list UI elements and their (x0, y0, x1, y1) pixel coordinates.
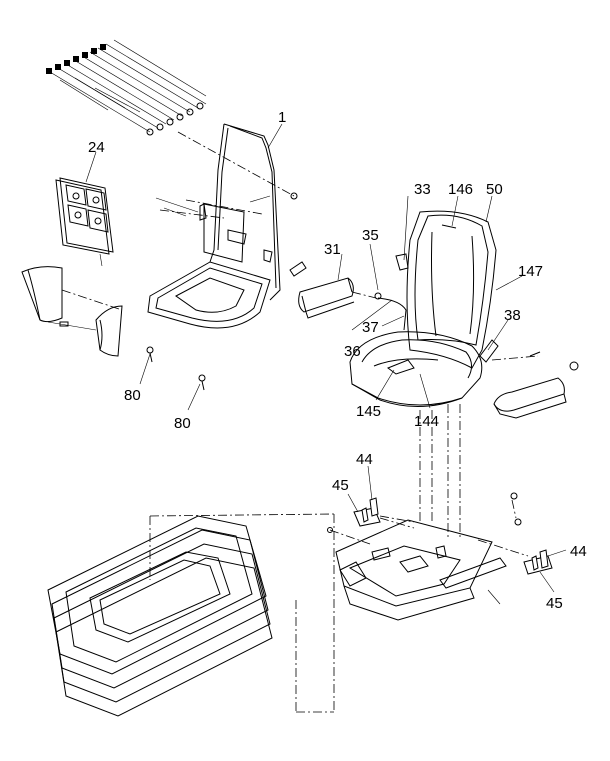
fastener-kit-part (46, 39, 207, 136)
seat-assembly-part (349, 210, 499, 407)
callout-1: 1 (278, 109, 286, 126)
callout-33: 33 (414, 181, 431, 198)
callout-35: 35 (362, 227, 379, 244)
callout-50: 50 (486, 181, 503, 198)
callout-labels: 1 24 33 146 50 35 31 147 37 38 36 145 14… (88, 109, 587, 612)
callout-80-lower: 80 (174, 415, 191, 432)
callout-31: 31 (324, 241, 341, 258)
pin-parts (146, 346, 206, 391)
callout-37: 37 (362, 319, 379, 336)
callout-80-upper: 80 (124, 387, 141, 404)
cushion-pad-parts (21, 266, 123, 357)
callout-144: 144 (414, 413, 439, 430)
panel-part (55, 177, 114, 267)
callout-24: 24 (88, 139, 105, 156)
leader-lines (85, 123, 567, 593)
bracket-right-part (523, 549, 553, 575)
bracket-left-part (353, 497, 415, 527)
suspension-base-part (327, 404, 529, 621)
armrest-left-part (298, 277, 377, 319)
callout-45-right: 45 (546, 595, 563, 612)
callout-145: 145 (356, 403, 381, 420)
base-tray-part (47, 513, 335, 717)
armrest-right-part (491, 351, 579, 419)
callout-45-left: 45 (332, 477, 349, 494)
callout-36: 36 (344, 343, 361, 360)
callout-38: 38 (504, 307, 521, 324)
callout-146: 146 (448, 181, 473, 198)
seat-frame-part (147, 123, 307, 329)
callout-44-left: 44 (356, 451, 373, 468)
callout-44-right: 44 (570, 543, 587, 560)
callout-147: 147 (518, 263, 543, 280)
